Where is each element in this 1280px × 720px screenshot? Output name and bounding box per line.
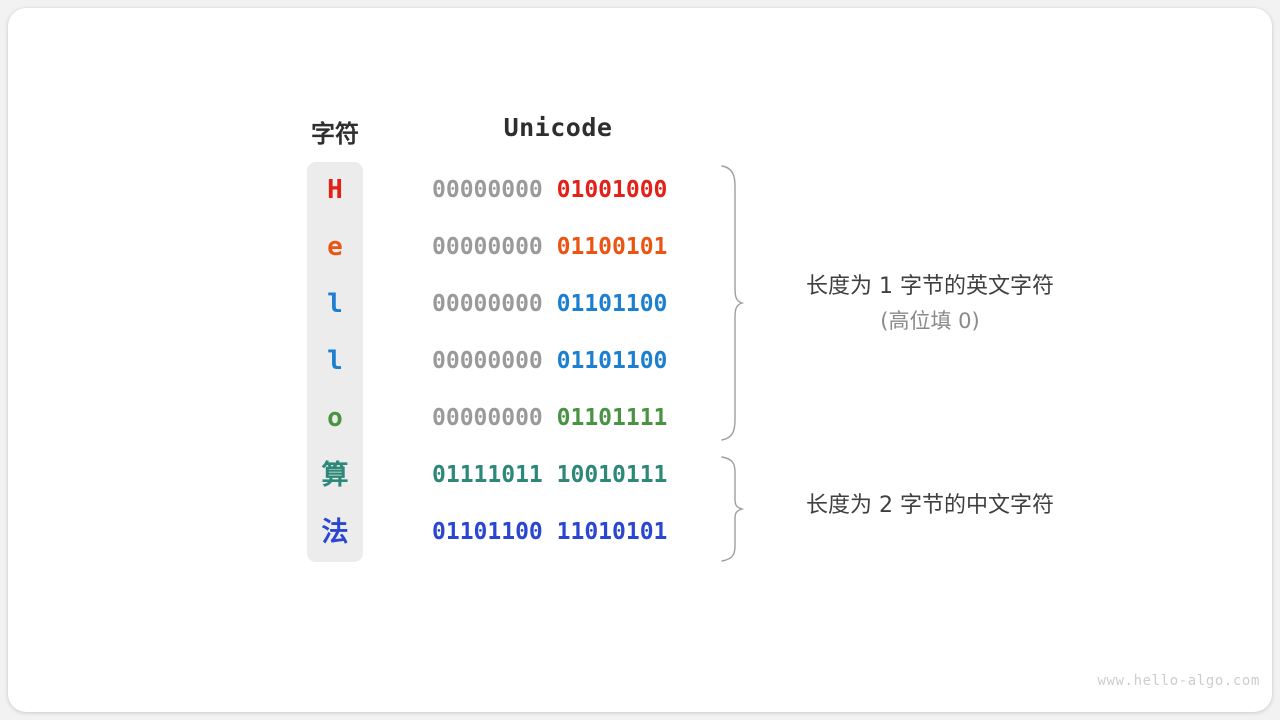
diagram-card: [8, 8, 1272, 712]
cell-character: l: [327, 346, 343, 376]
cell-character: l: [327, 289, 343, 319]
cell-character: e: [327, 232, 343, 262]
high-byte-bits: 00000000: [432, 405, 557, 431]
header-unicode: Unicode: [503, 113, 613, 142]
table-row: 法 01101100 11010101: [0, 504, 1280, 561]
low-byte-bits: 01101100: [556, 348, 668, 374]
low-byte-bits: 01101100 11010101: [432, 519, 668, 545]
low-byte-bits: 01001000: [556, 177, 668, 203]
high-byte-bits: 00000000: [432, 291, 557, 317]
table-row: e 00000000 01100101: [0, 219, 1280, 276]
high-byte-bits: 00000000: [432, 348, 557, 374]
cell-unicode-bits: 00000000 01101111: [432, 390, 684, 447]
annotation-group-1-line-1: 长度为 1 字节的英文字符: [806, 274, 1054, 299]
annotation-group-2-line-1: 长度为 2 字节的中文字符: [806, 493, 1054, 518]
high-byte-bits: 00000000: [432, 177, 557, 203]
table-row: H 00000000 01001000: [0, 162, 1280, 219]
cell-character: o: [327, 403, 343, 433]
cell-character: 算: [321, 460, 349, 491]
high-byte-bits: 00000000: [432, 234, 557, 260]
cell-unicode-bits: 01111011 10010111: [432, 447, 684, 504]
cell-unicode-bits: 00000000 01101100: [432, 333, 684, 390]
cell-unicode-bits: 00000000 01101100: [432, 276, 684, 333]
table-row: l 00000000 01101100: [0, 276, 1280, 333]
header-character: 字符: [311, 121, 359, 148]
annotation-group-1-line-2: (高位填 0): [880, 309, 980, 333]
table-row: l 00000000 01101100: [0, 333, 1280, 390]
cell-character: 法: [321, 517, 349, 548]
low-byte-bits: 01101111: [556, 405, 668, 431]
low-byte-bits: 01111011 10010111: [432, 462, 668, 488]
cell-unicode-bits: 00000000 01001000: [432, 162, 684, 219]
table-row: 算 01111011 10010111: [0, 447, 1280, 504]
character-column-background: [307, 162, 363, 562]
cell-unicode-bits: 01101100 11010101: [432, 504, 684, 561]
cell-unicode-bits: 00000000 01100101: [432, 219, 684, 276]
cell-character: H: [327, 175, 343, 205]
watermark: www.hello-algo.com: [1097, 673, 1260, 689]
low-byte-bits: 01100101: [556, 234, 668, 260]
table-row: o 00000000 01101111: [0, 390, 1280, 447]
low-byte-bits: 01101100: [556, 291, 668, 317]
